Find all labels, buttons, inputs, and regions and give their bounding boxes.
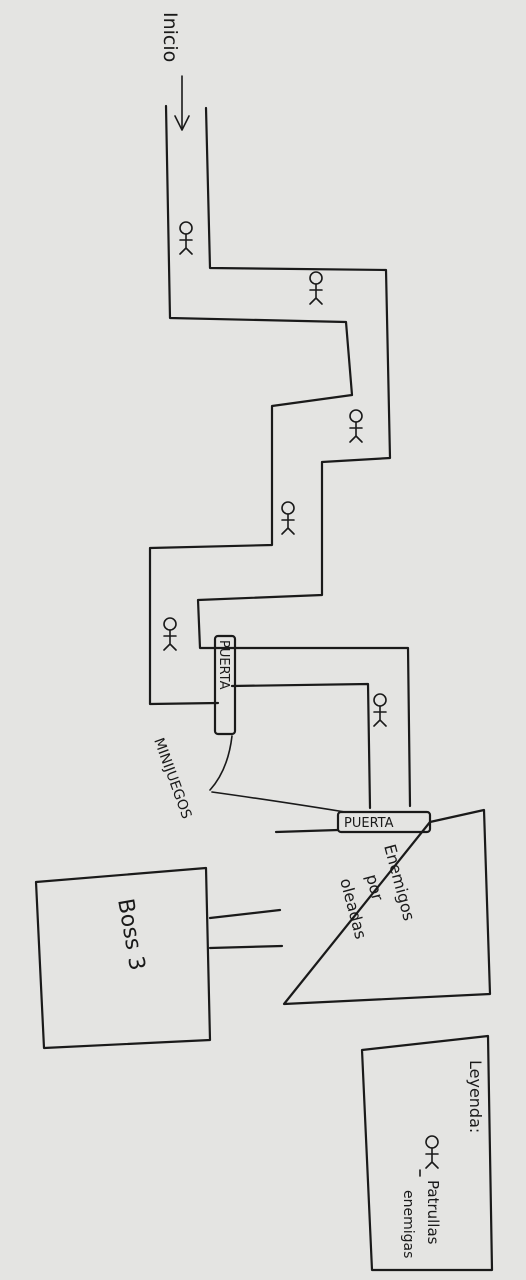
minigames-connectors bbox=[209, 735, 346, 813]
legend-title: Leyenda: bbox=[466, 1060, 485, 1133]
legend-entry-line2: enemigas bbox=[400, 1190, 416, 1258]
door-1-label: PUERTA bbox=[216, 640, 231, 690]
boss-connector bbox=[208, 908, 284, 950]
enemy-patrol-icon bbox=[179, 221, 193, 255]
legend-entry-line1: Patrullas bbox=[424, 1180, 442, 1245]
door-1: PUERTA bbox=[213, 634, 237, 736]
enemy-patrol-icon bbox=[349, 409, 363, 443]
legend-stick-figure-icon bbox=[425, 1135, 439, 1169]
enemy-patrol-icon bbox=[309, 271, 323, 305]
enemy-patrol-icon bbox=[281, 501, 295, 535]
legend: Leyenda: Patrullas enemigas bbox=[360, 1034, 494, 1272]
arrow-down-icon bbox=[174, 75, 190, 131]
corridor bbox=[148, 104, 412, 810]
start-label: Inicio bbox=[159, 12, 181, 62]
enemy-patrol-icon bbox=[163, 617, 177, 651]
enemy-patrol-icon bbox=[373, 693, 387, 727]
door-2-label: PUERTA bbox=[344, 816, 394, 831]
